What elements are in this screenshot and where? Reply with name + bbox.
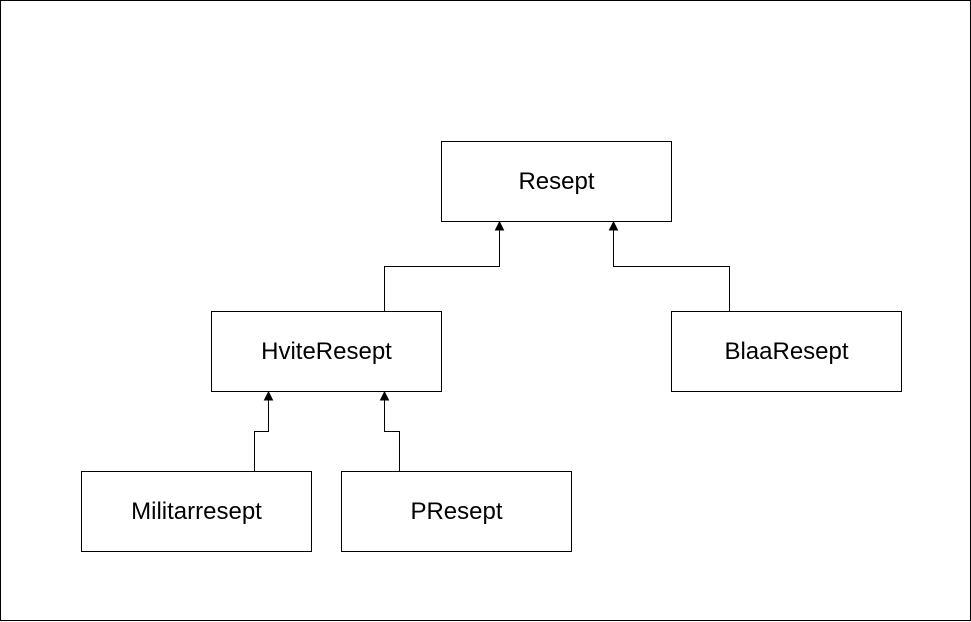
edge-hvite-to-resept — [384, 230, 500, 311]
class-label-presept: PResept — [410, 497, 503, 525]
class-box-presept[interactable]: PResept — [341, 471, 572, 552]
class-label-blaa-resept: BlaaResept — [724, 337, 849, 365]
class-label-hvite-resept: HviteResept — [261, 337, 392, 365]
arrowhead-presept-to-hvite — [379, 390, 390, 401]
edge-blaa-to-resept — [613, 230, 730, 311]
class-box-blaa-resept[interactable]: BlaaResept — [671, 311, 902, 392]
arrowhead-militar-to-hvite — [263, 390, 274, 401]
class-box-resept[interactable]: Resept — [441, 141, 672, 222]
class-box-hvite-resept[interactable]: HviteResept — [211, 311, 442, 392]
class-label-militarresept: Militarresept — [131, 497, 262, 525]
class-box-militarresept[interactable]: Militarresept — [81, 471, 312, 552]
edge-militar-to-hvite — [254, 400, 269, 471]
arrowhead-blaa-to-resept — [608, 220, 619, 231]
class-label-resept: Resept — [518, 167, 595, 195]
arrowhead-hvite-to-resept — [494, 220, 505, 231]
edge-presept-to-hvite — [384, 400, 400, 471]
